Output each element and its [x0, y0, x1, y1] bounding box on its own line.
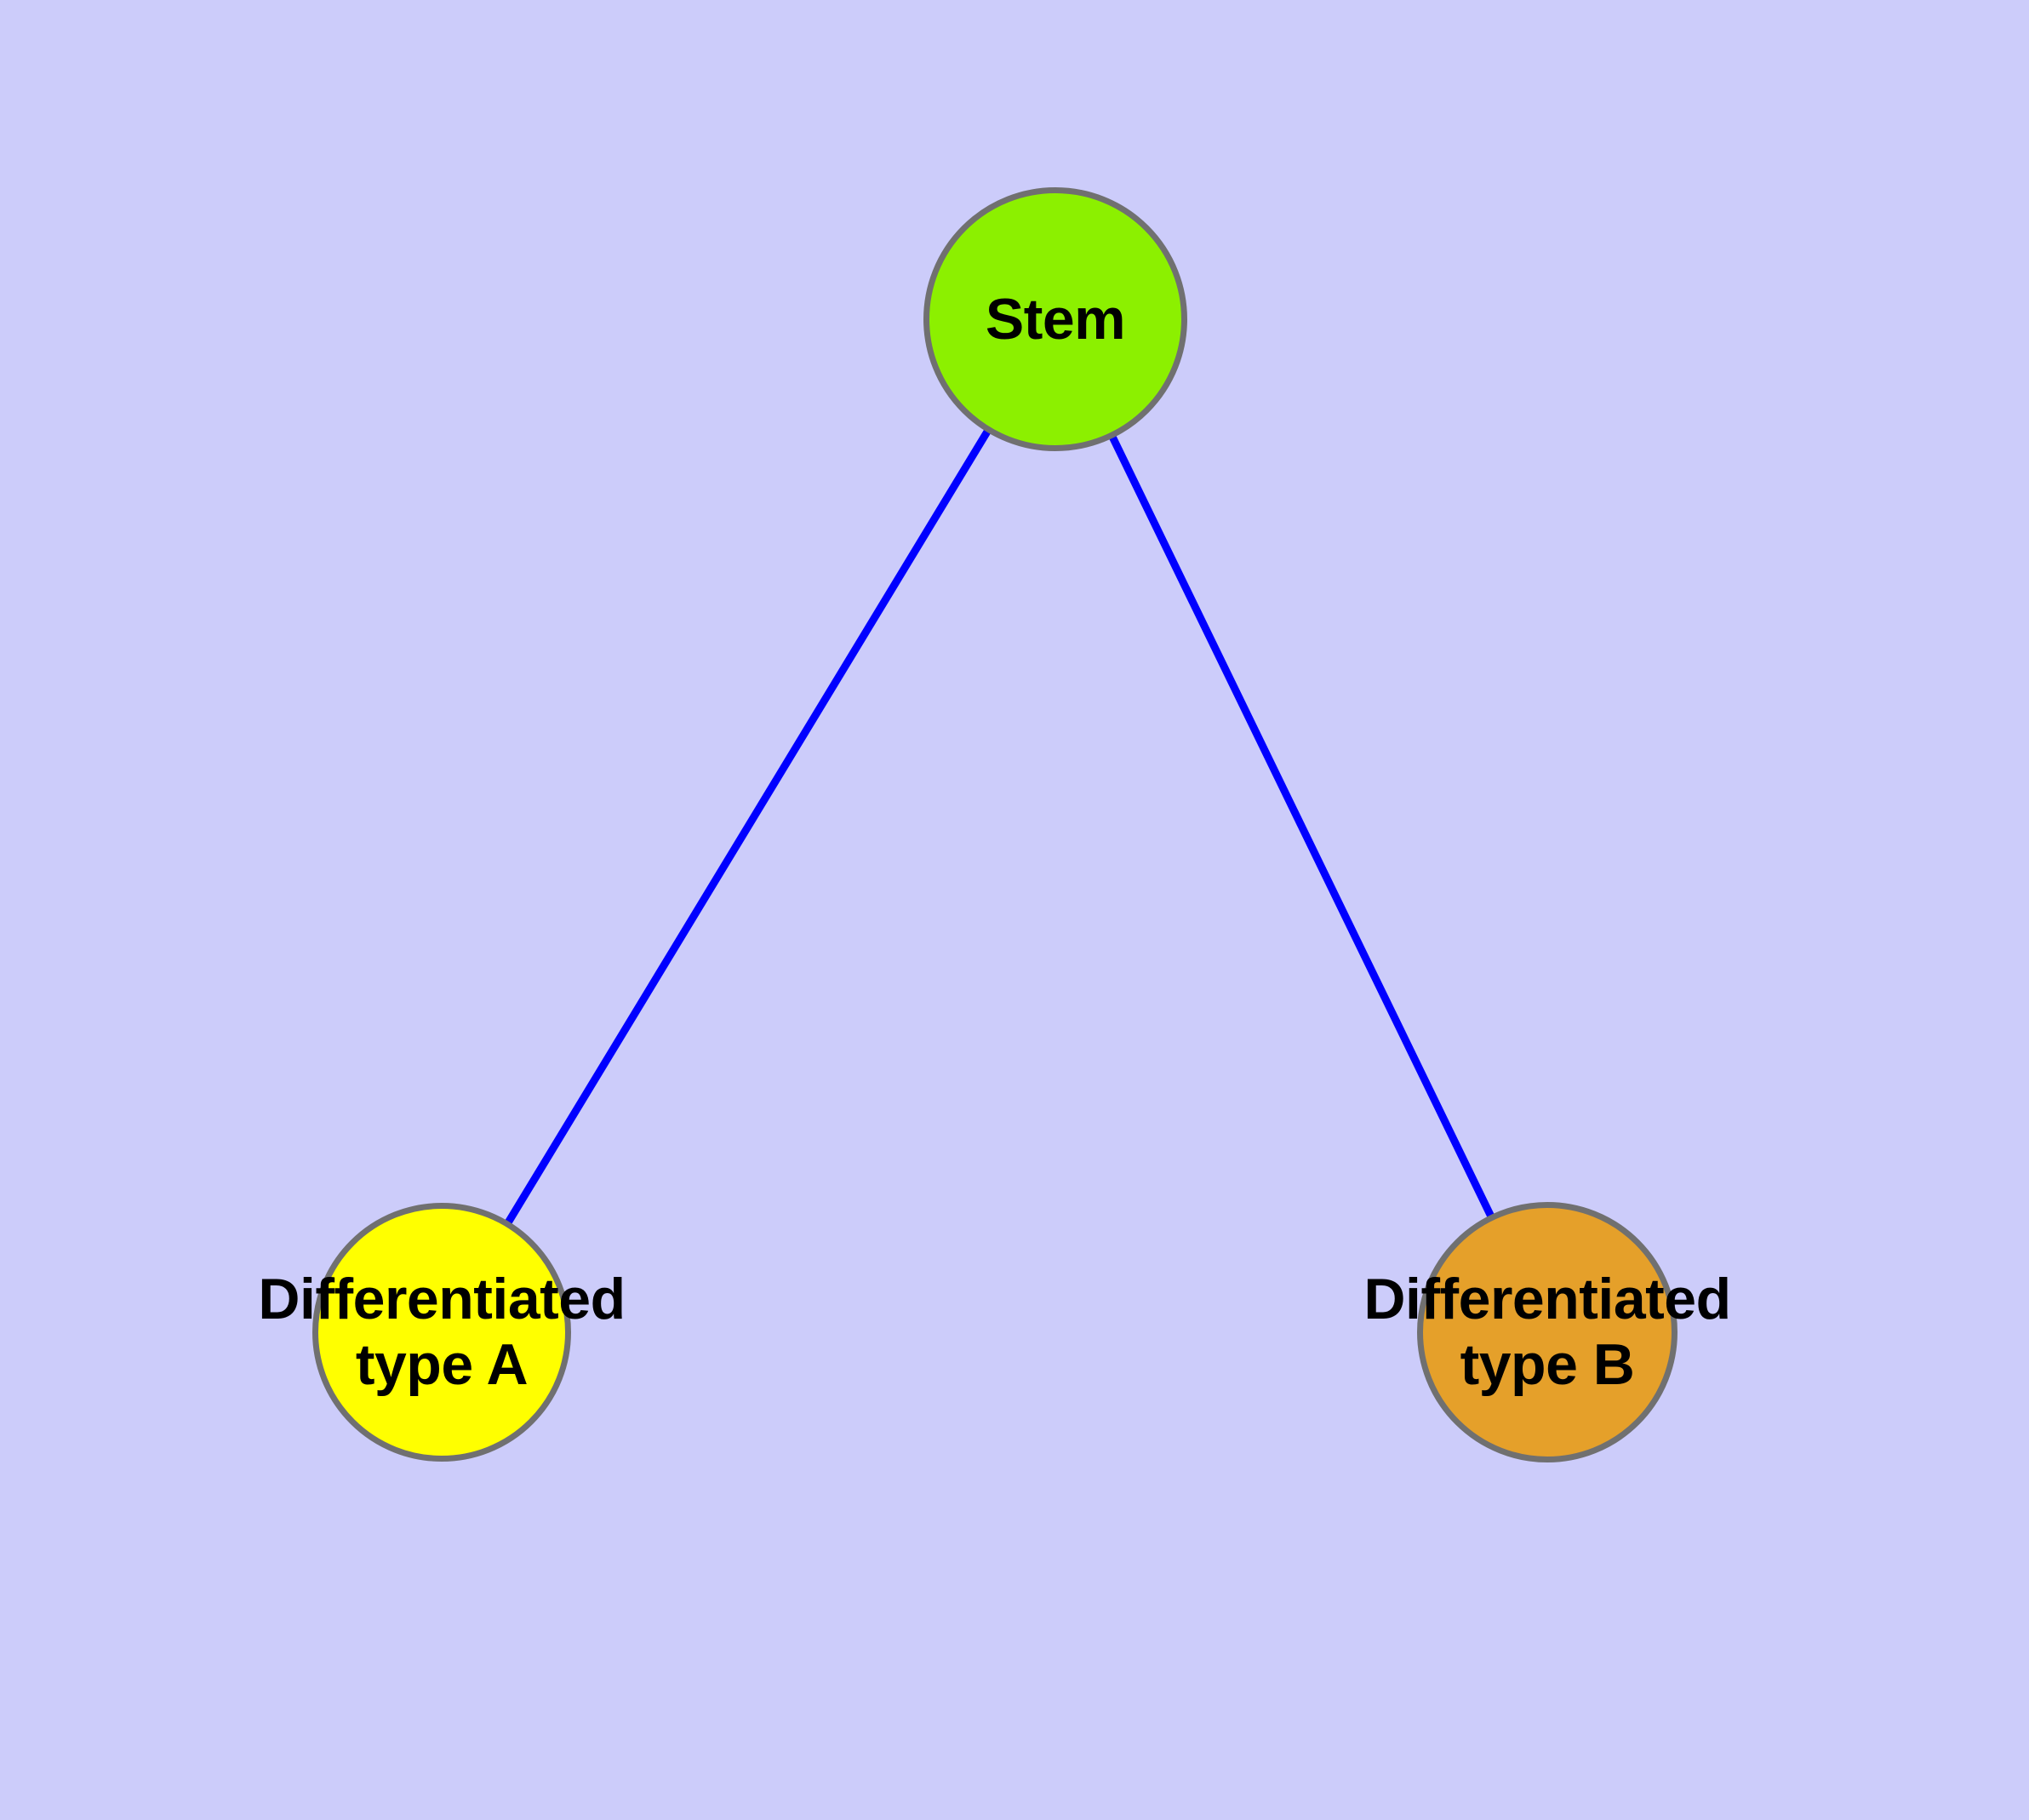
graph-node-diff_b[interactable]	[1417, 1202, 1677, 1462]
graph-edge-stem-diff_a[interactable]	[438, 317, 1059, 1335]
graph-node-diff_a[interactable]	[312, 1203, 571, 1462]
graph-node-stem[interactable]	[923, 187, 1187, 451]
graph-edge-stem-diff_b[interactable]	[1051, 318, 1552, 1334]
